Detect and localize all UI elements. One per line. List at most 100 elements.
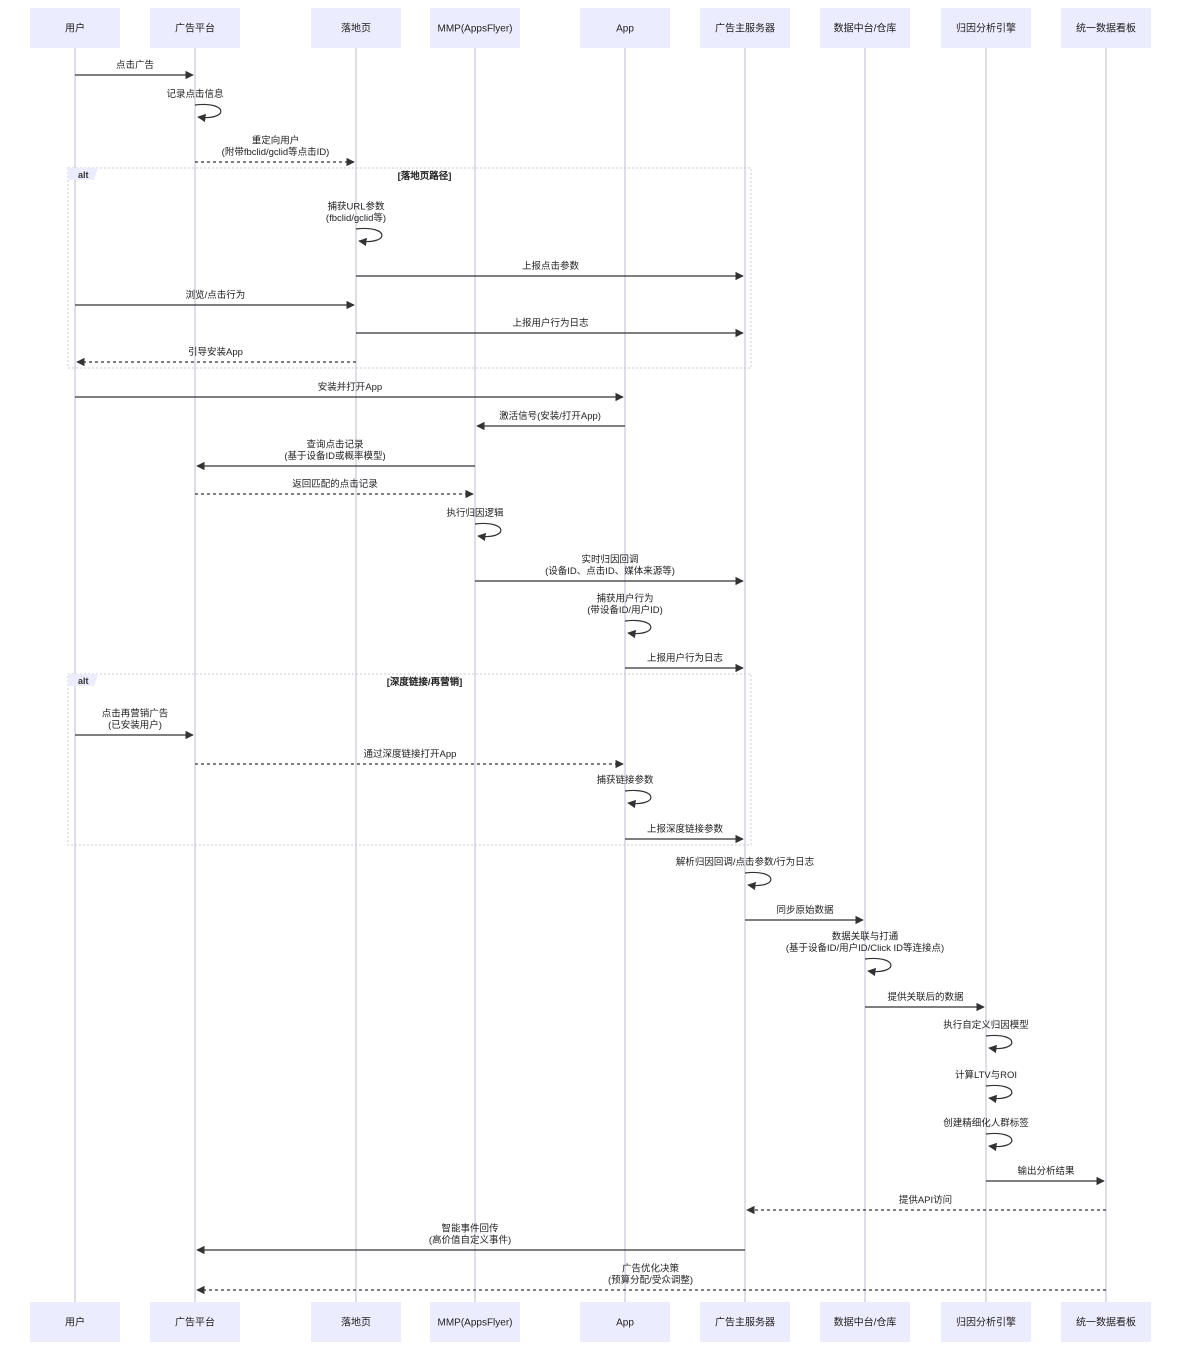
actor-top-5: 广告主服务器: [700, 8, 790, 48]
message-label: 提供关联后的数据: [887, 991, 964, 1003]
message-27: 输出分析结果: [986, 1165, 1105, 1186]
actor-box: [941, 8, 1031, 48]
actor-label: 数据中台/仓库: [834, 22, 897, 35]
actor-label: 归因分析引擎: [956, 1316, 1016, 1329]
message-24: 执行自定义归因模型: [943, 1019, 1029, 1054]
message-label: (设备ID、点击ID、媒体来源等): [545, 565, 675, 577]
actor-bottom-0: 用户: [30, 1302, 120, 1342]
message-label: 数据关联与打通: [832, 931, 899, 943]
message-8: 安装并打开App: [75, 381, 624, 402]
message-label: 上报点击参数: [522, 260, 580, 272]
message-label: 上报用户行为日志: [512, 317, 588, 329]
actor-box: [1061, 1302, 1151, 1342]
actor-top-8: 统一数据看板: [1061, 8, 1151, 48]
lifelines: [74, 48, 1107, 1302]
message-label: 解析归因回调/点击参数/行为日志: [676, 856, 814, 868]
message-21: 同步原始数据: [745, 904, 864, 925]
message-29: 智能事件回传(高价值自定义事件): [196, 1223, 745, 1255]
actor-label: MMP(AppsFlyer): [437, 24, 512, 35]
actor-top-6: 数据中台/仓库: [820, 8, 910, 48]
self-loop-arrow: [355, 227, 383, 247]
message-0: 点击广告: [75, 59, 194, 80]
message-label: 上报用户行为日志: [647, 652, 723, 664]
self-loop-arrow: [985, 1034, 1013, 1054]
message-5: 浏览/点击行为: [75, 289, 355, 310]
actor-box: [820, 8, 910, 48]
message-label: 捕获链接参数: [596, 774, 654, 786]
actor-box: [430, 1302, 520, 1342]
actor-box: [580, 8, 670, 48]
message-label: 查询点击记录: [306, 439, 364, 451]
message-13: 实时归因回调(设备ID、点击ID、媒体来源等): [475, 554, 744, 586]
message-label: 浏览/点击行为: [186, 289, 246, 301]
self-loop-arrow: [474, 522, 502, 542]
actor-box: [700, 8, 790, 48]
message-label: 点击广告: [116, 59, 154, 71]
actor-box: [1061, 8, 1151, 48]
actor-bottom-3: MMP(AppsFlyer): [430, 1302, 520, 1342]
actor-box: [150, 8, 240, 48]
message-label: 引导安装App: [188, 346, 243, 358]
actor-label: 落地页: [341, 22, 371, 35]
actor-label: 用户: [65, 1316, 85, 1329]
message-30: 广告优化决策(预算分配/受众调整): [196, 1263, 1106, 1295]
message-9: 激活信号(安装/打开App): [476, 410, 625, 431]
self-loop-arrow: [985, 1084, 1013, 1104]
actor-box: [311, 8, 401, 48]
message-label: 捕获用户行为: [596, 593, 653, 605]
actor-label: 落地页: [341, 1316, 371, 1329]
message-20: 解析归因回调/点击参数/行为日志: [676, 856, 814, 891]
self-loop-arrow: [864, 957, 892, 977]
actor-label: 统一数据看板: [1076, 22, 1136, 35]
message-23: 提供关联后的数据: [865, 991, 985, 1012]
actor-label: 用户: [65, 22, 85, 35]
actor-bottom-7: 归因分析引擎: [941, 1302, 1031, 1342]
message-25: 计算LTV与ROI: [955, 1069, 1017, 1104]
message-label: 返回匹配的点击记录: [292, 478, 378, 490]
actor-label: App: [616, 24, 634, 35]
message-label: 上报深度链接参数: [647, 823, 724, 835]
actor-top-4: App: [580, 8, 670, 48]
message-label: 创建精细化人群标签: [943, 1117, 1029, 1129]
message-label: 同步原始数据: [776, 904, 834, 916]
message-10: 查询点击记录(基于设备ID或概率模型): [196, 439, 475, 471]
message-label: (基于设备ID/用户ID/Click ID等连接点): [786, 942, 944, 954]
actor-top-3: MMP(AppsFlyer): [430, 8, 520, 48]
actor-top-0: 用户: [30, 8, 120, 48]
actor-box: [820, 1302, 910, 1342]
message-17: 通过深度链接打开App: [195, 748, 624, 769]
message-7: 引导安装App: [76, 346, 356, 367]
message-1: 记录点击信息: [166, 88, 224, 123]
actor-box: [941, 1302, 1031, 1342]
message-label: 输出分析结果: [1017, 1165, 1075, 1177]
message-label: (附带fbclid/gclid等点击ID): [222, 146, 330, 158]
actor-box: [30, 1302, 120, 1342]
actor-box: [150, 1302, 240, 1342]
message-label: 通过深度链接打开App: [364, 748, 457, 760]
message-4: 上报点击参数: [356, 260, 744, 281]
message-label: 实时归因回调: [581, 554, 638, 566]
actor-label: MMP(AppsFlyer): [437, 1318, 512, 1329]
actor-label: 数据中台/仓库: [834, 1316, 897, 1329]
message-label: (带设备ID/用户ID): [587, 604, 662, 616]
message-14: 捕获用户行为(带设备ID/用户ID): [587, 593, 663, 639]
message-26: 创建精细化人群标签: [943, 1117, 1029, 1152]
actor-bottom-1: 广告平台: [150, 1302, 240, 1342]
self-loop-arrow: [194, 103, 222, 123]
actor-top-1: 广告平台: [150, 8, 240, 48]
self-loop-arrow: [624, 619, 652, 639]
message-label: 记录点击信息: [166, 88, 223, 100]
message-label: 重定向用户: [252, 135, 300, 147]
actor-bottom-4: App: [580, 1302, 670, 1342]
actor-label: 广告主服务器: [715, 1316, 775, 1329]
alt-tag-label: alt: [78, 676, 89, 686]
message-label: (基于设备ID或概率模型): [284, 450, 385, 462]
self-loop-arrow: [985, 1132, 1013, 1152]
alt-condition: [深度链接/再营销]: [387, 676, 462, 688]
message-3: 捕获URL参数(fbclid/gclid等): [326, 201, 386, 247]
message-6: 上报用户行为日志: [356, 317, 744, 338]
actor-label: 统一数据看板: [1076, 1316, 1136, 1329]
alt-frame: [67, 167, 752, 369]
